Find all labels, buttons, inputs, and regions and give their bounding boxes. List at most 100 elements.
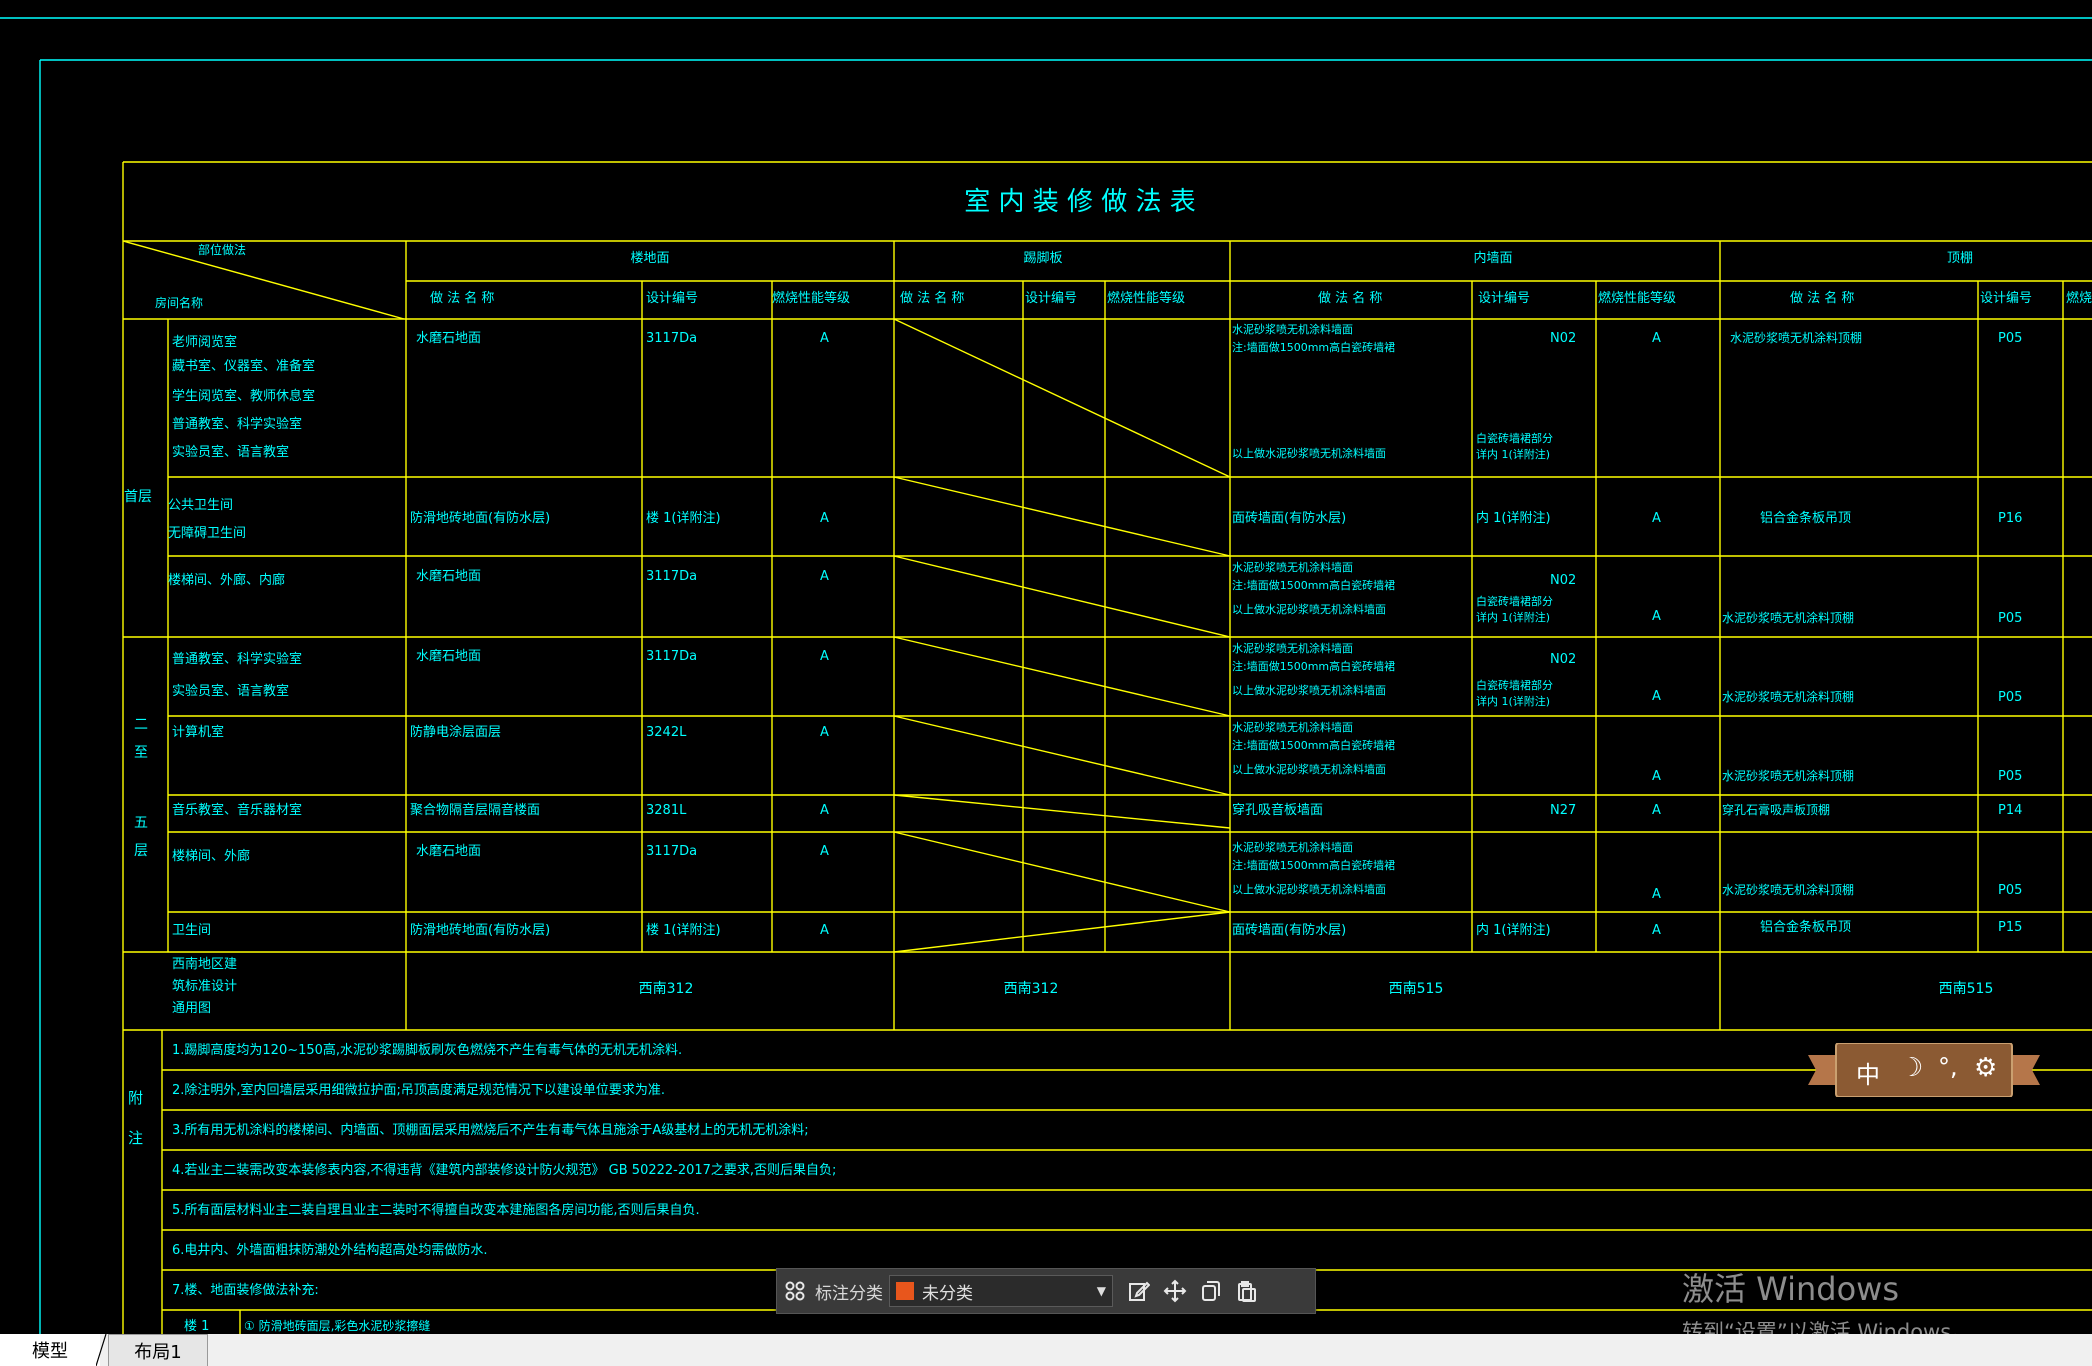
corner-diagonal-line xyxy=(122,240,405,320)
wall-spray-upper-0: 以上做水泥砂浆喷无机涂料墙面 xyxy=(1232,447,1386,460)
ime-settings-icon[interactable]: ⚙ xyxy=(1974,1053,1998,1083)
subheader-ceiling-0: 做 法 名 称 xyxy=(1790,291,1855,306)
ceiling-spray-2: 水泥砂浆喷无机涂料顶棚 xyxy=(1722,690,1855,704)
ceiling-alu-1: 铝合金条板吊顶 xyxy=(1760,920,1852,935)
standard-label-2: 通用图 xyxy=(172,1001,212,1016)
wall-grade-0: A xyxy=(1652,331,1661,346)
wall-note1-0: 白瓷砖墙裙部分 xyxy=(1476,432,1553,445)
standard-label-1: 筑标准设计 xyxy=(172,979,238,994)
room-name-3-0: 普通教室、科学实验室 xyxy=(172,652,303,667)
group-header-0: 楼地面 xyxy=(630,251,670,266)
room-name-1-1: 无障碍卫生间 xyxy=(168,526,247,541)
subheader-skirting-0: 做 法 名 称 xyxy=(900,291,965,306)
ceiling-p14: P14 xyxy=(1998,803,2023,818)
wall-code-n02-2: N02 xyxy=(1550,652,1577,667)
wall-spray-upper-1: 以上做水泥砂浆喷无机涂料墙面 xyxy=(1232,603,1386,616)
wall-code-in1-1: 内 1(详附注) xyxy=(1476,923,1551,938)
appendix-note-0: 1.踢脚高度均为120~150高,水泥砂浆踢脚板刷灰色燃烧不产生有毒气体的无机无… xyxy=(172,1043,683,1058)
skirting-diagonal-6 xyxy=(893,831,1231,913)
group-header-2: 内墙面 xyxy=(1473,251,1513,266)
room-name-0-0: 老师阅览室 xyxy=(172,335,238,350)
floor-finish-code-3: 3117Da xyxy=(646,649,698,664)
appendix-note8-label: 楼 1 xyxy=(184,1319,210,1334)
floor-finish-name-5: 聚合物隔音层隔音楼面 xyxy=(410,803,541,818)
wall-spray-2: 水泥砂浆喷无机涂料墙面 xyxy=(1232,642,1353,655)
ime-chinese-icon[interactable]: 中 xyxy=(1856,1061,1880,1089)
appendix-note-2: 3.所有用无机涂料的楼梯间、内墙面、顶棚面层采用燃烧后不产生有毒气体且施涂于A级… xyxy=(172,1123,809,1138)
wall-code-n02-1: N02 xyxy=(1550,573,1577,588)
wall-grade-4: A xyxy=(1652,769,1661,784)
room-name-1-0: 公共卫生间 xyxy=(168,498,234,513)
ceiling-spray-3: 水泥砂浆喷无机涂料顶棚 xyxy=(1722,769,1855,783)
ceiling-p05-1: P05 xyxy=(1998,611,2023,626)
subheader-wall-1: 设计编号 xyxy=(1478,291,1531,306)
ceiling-p05-4: P05 xyxy=(1998,883,2023,898)
ime-moon-icon[interactable]: ☽ xyxy=(1900,1053,1924,1083)
cad-drawing-canvas[interactable] xyxy=(0,0,2092,1334)
subheader-floor-0: 做 法 名 称 xyxy=(430,291,495,306)
skirting-diagonal-4 xyxy=(893,715,1231,796)
corner-header-top: 部位做法 xyxy=(198,243,247,257)
tab-separator xyxy=(96,1334,107,1366)
floor-finish-code-4: 3242L xyxy=(646,725,687,740)
wall-note2-0: 详内 1(详附注) xyxy=(1476,448,1551,461)
move-icon[interactable] xyxy=(1157,1273,1193,1309)
floor-finish-code-0: 3117Da xyxy=(646,331,698,346)
floor-finish-grade-4: A xyxy=(820,725,829,740)
wall-spray-note-2: 注:墙面做1500mm高白瓷砖墙裙 xyxy=(1232,660,1396,673)
edit-note-icon[interactable] xyxy=(1121,1273,1157,1309)
subheader-skirting-2: 燃烧性能等级 xyxy=(1107,291,1186,306)
floor-finish-name-0: 水磨石地面 xyxy=(416,331,482,346)
ime-status-badge[interactable]: 中 ☽ °, ⚙ xyxy=(1808,1042,2040,1098)
floor-finish-grade-6: A xyxy=(820,844,829,859)
paste-icon[interactable] xyxy=(1229,1273,1265,1309)
tab-layout1[interactable]: 布局1 xyxy=(108,1334,208,1366)
wall-spray-0: 水泥砂浆喷无机涂料墙面 xyxy=(1232,323,1353,336)
wall-spray-3: 水泥砂浆喷无机涂料墙面 xyxy=(1232,721,1353,734)
wall-note2-1: 详内 1(详附注) xyxy=(1476,611,1551,624)
subheader-floor-2: 燃烧性能等级 xyxy=(772,291,851,306)
wall-code-n27: N27 xyxy=(1550,803,1577,818)
wall-grade-5: A xyxy=(1652,803,1661,818)
ime-punct-icon[interactable]: °, xyxy=(1938,1053,1958,1081)
wall-grade-2: A xyxy=(1652,609,1661,624)
wall-spray-1: 水泥砂浆喷无机涂料墙面 xyxy=(1232,561,1353,574)
floor-label-upper-0: 二 xyxy=(134,717,148,733)
copy-icon[interactable] xyxy=(1193,1273,1229,1309)
ceiling-spray-1: 水泥砂浆喷无机涂料顶棚 xyxy=(1722,611,1855,625)
floor-finish-grade-1: A xyxy=(820,511,829,526)
appendix-note-6: 7.楼、地面装修做法补充: xyxy=(172,1283,319,1298)
wall-note1-2: 白瓷砖墙裙部分 xyxy=(1476,679,1553,692)
appendix-label-0: 附 xyxy=(128,1089,144,1107)
subheader-skirting-1: 设计编号 xyxy=(1025,291,1078,306)
standard-ref-2: 西南515 xyxy=(1388,981,1444,997)
wall-grade-6: A xyxy=(1652,887,1661,902)
subheader-wall-2: 燃烧性能等级 xyxy=(1598,291,1677,306)
floor-finish-code-1: 楼 1(详附注) xyxy=(646,511,721,526)
wall-spray-note-4: 注:墙面做1500mm高白瓷砖墙裙 xyxy=(1232,859,1396,872)
appendix-note-1: 2.除注明外,室内回墙层采用细微拉护面;吊顶高度满足规范情况下以建设单位要求为准… xyxy=(172,1083,666,1098)
appendix-label-1: 注 xyxy=(128,1129,144,1147)
floor-finish-name-2: 水磨石地面 xyxy=(416,569,482,584)
standard-ref-3: 西南515 xyxy=(1938,981,1994,997)
wall-grade-7: A xyxy=(1652,923,1661,938)
ceiling-perf: 穿孔石膏吸声板顶棚 xyxy=(1722,803,1831,817)
floor-finish-grade-7: A xyxy=(820,923,829,938)
ceiling-p05-0: P05 xyxy=(1998,331,2023,346)
room-name-0-4: 实验员室、语言教室 xyxy=(172,445,290,460)
room-name-0-3: 普通教室、科学实验室 xyxy=(172,417,303,432)
annotation-toolbar: 标注分类 未分类 ▼ xyxy=(776,1268,1316,1314)
wall-perf: 穿孔吸音板墙面 xyxy=(1232,803,1324,818)
wall-note1-1: 白瓷砖墙裙部分 xyxy=(1476,595,1553,608)
wall-tile-0: 面砖墙面(有防水层) xyxy=(1232,511,1347,526)
ceiling-p15: P15 xyxy=(1998,920,2023,935)
corner-header-bottom: 房间名称 xyxy=(155,296,204,310)
ceiling-spray-4: 水泥砂浆喷无机涂料顶棚 xyxy=(1722,883,1855,897)
room-name-0-2: 学生阅览室、教师休息室 xyxy=(172,389,316,404)
annotation-category-select[interactable]: 未分类 ▼ xyxy=(889,1275,1113,1307)
grid-apps-icon[interactable] xyxy=(777,1273,813,1309)
floor-finish-name-4: 防静电涂层面层 xyxy=(410,725,502,740)
floor-finish-code-7: 楼 1(详附注) xyxy=(646,923,721,938)
floor-label-upper-3: 层 xyxy=(134,843,148,859)
tab-model[interactable]: 模型 xyxy=(0,1334,100,1366)
